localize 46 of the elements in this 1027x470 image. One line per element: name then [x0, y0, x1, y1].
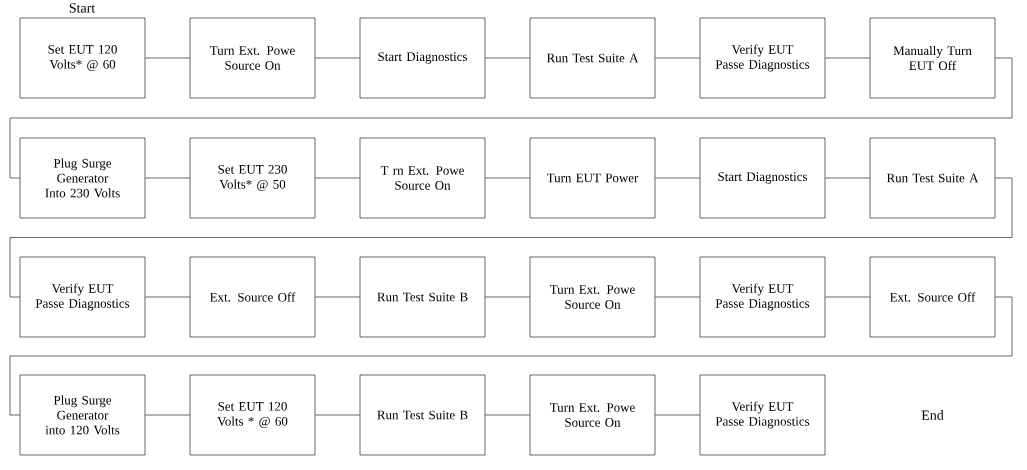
process-box: Ext. Source Off: [189, 256, 316, 338]
connector-line: [9, 57, 1013, 179]
process-box: Turn Ext. Powe Source On: [529, 256, 656, 338]
process-box: Plug Surge Generator into 120 Volts: [19, 374, 146, 456]
process-box: Set EUT 230 Volts* @ 50: [189, 137, 316, 219]
connector-line: [145, 177, 190, 179]
process-box: Run Test Suite A: [869, 137, 996, 219]
connector-line: [655, 57, 700, 59]
process-box: Run Test Suite A: [529, 17, 656, 99]
connector-line: [315, 57, 360, 59]
connector-line: [315, 414, 360, 416]
connector-line: [315, 177, 360, 179]
process-box: Ext. Source Off: [869, 256, 996, 338]
process-box: Set EUT 120 Volts* @ 60: [19, 17, 146, 99]
process-box: Plug Surge Generator Into 230 Volts: [19, 137, 146, 219]
process-box: Manually Turn EUT Off: [869, 17, 996, 99]
process-box: T rn Ext. Powe Source On: [359, 137, 486, 219]
connector-line: [485, 57, 530, 59]
connector-line: [485, 296, 530, 298]
connector-line: [825, 177, 870, 179]
process-box: Run Test Suite B: [359, 256, 486, 338]
process-box: Turn Ext. Powe Source On: [529, 374, 656, 456]
connector-line: [825, 57, 870, 59]
process-box: Verify EUT Passe Diagnostics: [19, 256, 146, 338]
connector-line: [655, 296, 700, 298]
process-box: Turn EUT Power: [529, 137, 656, 219]
process-box: Verify EUT Passe Diagnostics: [699, 256, 826, 338]
connector-line: [145, 296, 190, 298]
process-box: Start Diagnostics: [699, 137, 826, 219]
connector-line: [655, 414, 700, 416]
connector-line: [825, 296, 870, 298]
connector-line: [145, 414, 190, 416]
connector-line: [145, 57, 190, 59]
process-box: Verify EUT Passe Diagnostics: [699, 17, 826, 99]
connector-line: [315, 296, 360, 298]
connector-line: [485, 177, 530, 179]
process-box: Set EUT 120 Volts * @ 60: [189, 374, 316, 456]
flow-label: End: [921, 410, 944, 420]
connector-line: [485, 414, 530, 416]
connector-line: [9, 296, 1013, 416]
connector-line: [655, 177, 700, 179]
connector-line: [9, 177, 1013, 298]
process-box: Verify EUT Passe Diagnostics: [699, 374, 826, 456]
process-box: Run Test Suite B: [359, 374, 486, 456]
process-box: Turn Ext. Powe Source On: [189, 17, 316, 99]
process-box: Start Diagnostics: [359, 17, 486, 99]
